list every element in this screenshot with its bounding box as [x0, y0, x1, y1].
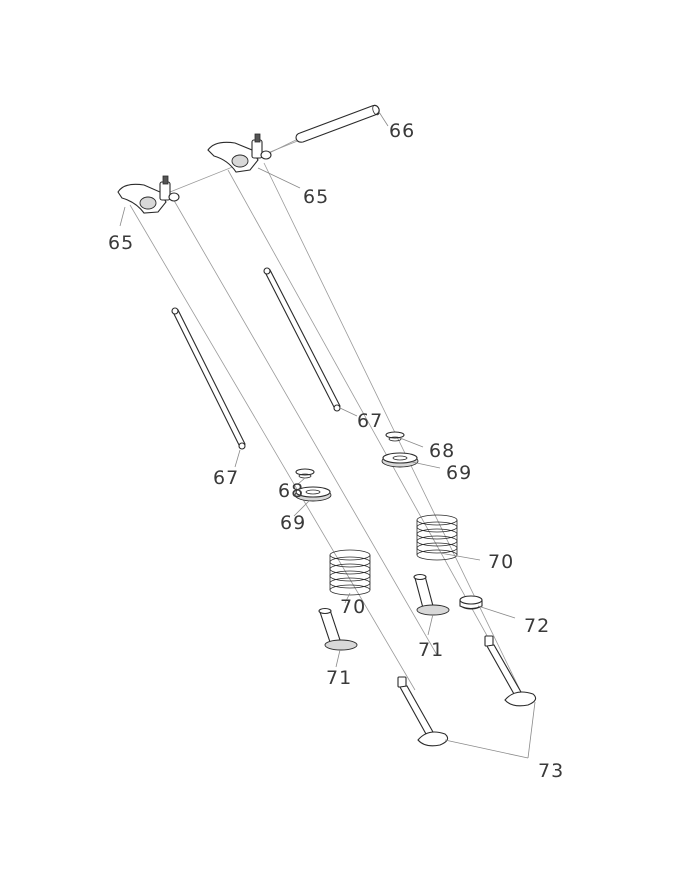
callout-keeper-a: 68	[278, 480, 304, 502]
valve-b	[484, 635, 537, 707]
callout-spring-b: 70	[488, 551, 514, 573]
callout-rocker-shaft: 66	[389, 120, 415, 142]
callout-seal: 72	[524, 615, 550, 637]
valve-spring-b	[416, 514, 458, 561]
valve-guide-a	[318, 607, 358, 651]
rocker-arm-b	[207, 133, 272, 173]
spring-retainer-b	[381, 452, 419, 468]
push-rod-b	[263, 267, 341, 412]
callout-rocker-arm-b: 65	[303, 186, 329, 208]
callout-labels: 66 65 65 67 68 69 67 68 69 70 70 72 71 7…	[108, 120, 564, 782]
valve-keeper-a	[295, 468, 315, 479]
callout-valves: 73	[538, 760, 564, 782]
callout-guide-a: 71	[326, 667, 352, 689]
callout-rocker-arm-a: 65	[108, 232, 134, 254]
callout-retainer-b: 69	[446, 462, 472, 484]
valve-keeper-b	[385, 431, 405, 442]
callout-guide-b: 71	[418, 639, 444, 661]
rocker-arm-a	[117, 175, 180, 214]
leader-lines	[119, 111, 536, 759]
callout-keeper-b: 68	[429, 440, 455, 462]
valve-a	[397, 676, 449, 747]
callout-retainer-a: 69	[280, 512, 306, 534]
valve-guide-b	[413, 573, 450, 616]
callout-spring-a: 70	[340, 596, 366, 618]
rocker-shaft	[295, 104, 380, 143]
valve-stem-seal	[459, 595, 483, 610]
valve-spring-a	[329, 549, 371, 596]
callout-push-rod-a: 67	[213, 467, 239, 489]
callout-push-rod-b: 67	[357, 410, 383, 432]
spring-retainer-a	[294, 486, 332, 502]
push-rod-a	[171, 307, 246, 450]
